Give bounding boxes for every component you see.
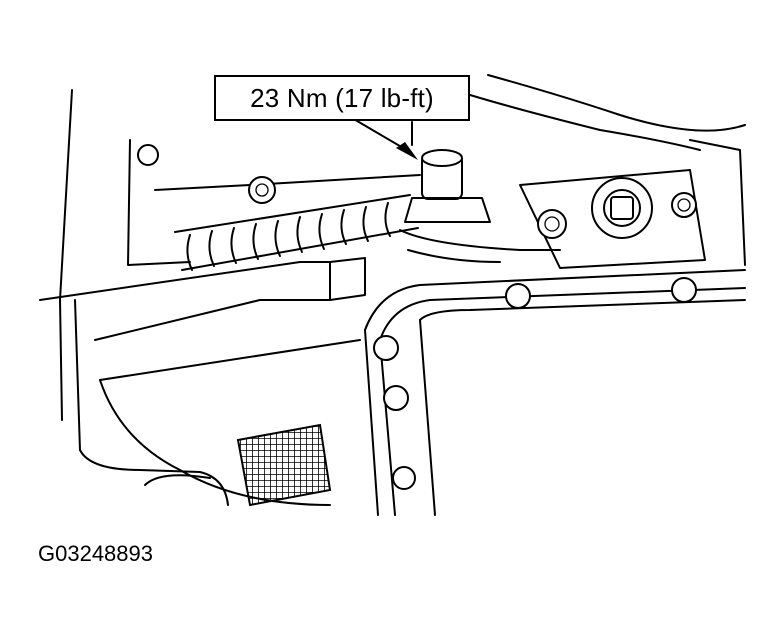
shift-cable-boot xyxy=(174,194,419,271)
right-bolts xyxy=(137,144,697,239)
shift-lever-lower xyxy=(99,339,361,381)
lower-housing-curve xyxy=(99,379,331,506)
figure-id: G03248893 xyxy=(38,541,153,566)
bolt-bracket xyxy=(399,229,561,251)
lever-bracket xyxy=(329,257,366,301)
right-housing-edge xyxy=(689,139,746,266)
housing-top-contour xyxy=(487,74,746,132)
torque-callout: 23 Nm (17 lb-ft) xyxy=(214,75,470,121)
filter-screen xyxy=(236,423,332,507)
shift-lever-arm xyxy=(39,261,331,341)
callout-arrowhead xyxy=(396,142,418,160)
housing-shoulder xyxy=(154,174,421,191)
left-pipe xyxy=(59,89,73,421)
range-sensor xyxy=(519,169,706,269)
bolt-bracket-2 xyxy=(407,249,501,263)
housing-left-contour xyxy=(127,139,191,266)
left-pipe-2 xyxy=(74,299,81,451)
oil-pan xyxy=(364,269,746,516)
housing-upper-line xyxy=(469,94,701,151)
torque-bolt xyxy=(404,149,491,223)
torque-label: 23 Nm (17 lb-ft) xyxy=(250,82,434,113)
lower-tube xyxy=(79,449,229,506)
lower-tube-2 xyxy=(144,474,211,486)
